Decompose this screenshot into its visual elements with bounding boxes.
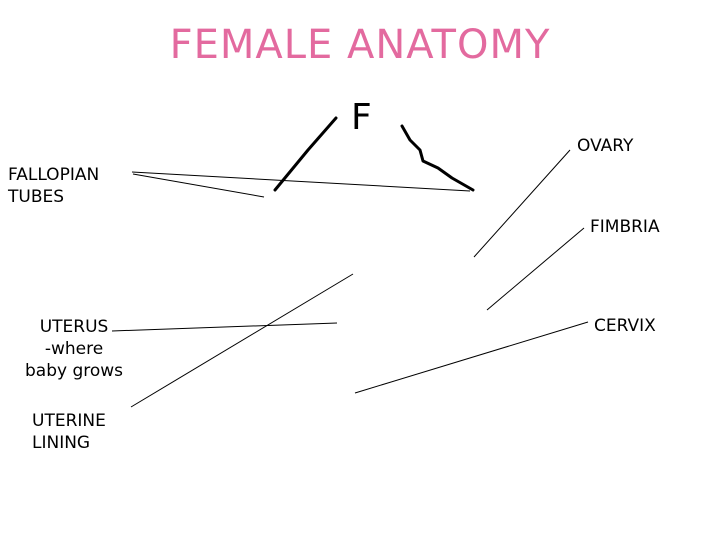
cervix-label: CERVIX	[594, 315, 656, 337]
left-tube-stroke	[275, 118, 336, 190]
ovary-label: OVARY	[577, 135, 633, 157]
uterine-lining-label: UTERINE LINING	[32, 410, 106, 454]
fimbria-leader	[487, 228, 584, 310]
ovary-leader	[474, 150, 570, 257]
fallopian-leader-lower	[133, 174, 264, 197]
uterus-label: UTERUS -where baby grows	[25, 316, 123, 382]
uterus-sketch	[275, 118, 473, 190]
cervix-leader	[355, 322, 588, 393]
fallopian-tubes-label: FALLOPIAN TUBES	[8, 164, 99, 208]
fimbria-label: FIMBRIA	[590, 216, 660, 238]
sketch-letter: F	[351, 97, 372, 138]
uterus-leader	[112, 323, 337, 331]
right-tube-stroke	[402, 126, 473, 190]
uterine-lining-leader	[131, 274, 353, 407]
fallopian-leader-upper	[132, 172, 470, 191]
